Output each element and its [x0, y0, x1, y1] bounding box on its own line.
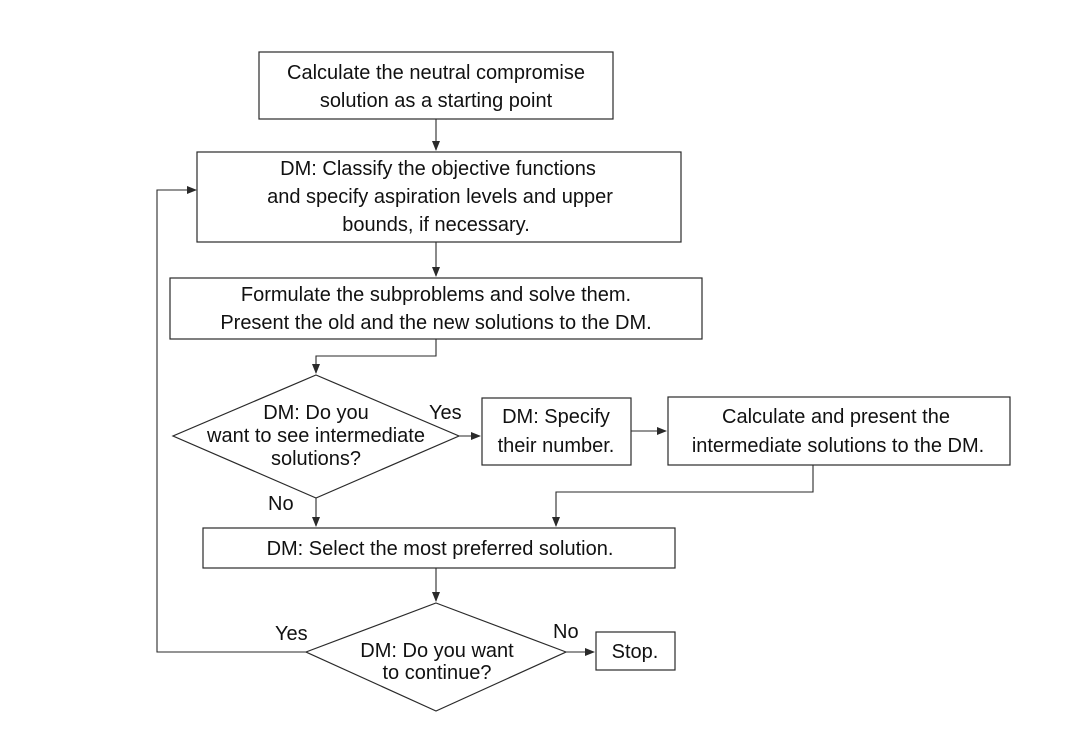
label-continue-yes: Yes — [275, 623, 308, 645]
node-classify: DM: Classify the objective functions and… — [196, 151, 682, 243]
node-decision-intermediate-line-3: solutions? — [271, 448, 361, 470]
node-stop-line-1: Stop. — [612, 641, 659, 663]
edge-formulate-to-decision-intermediate — [312, 339, 437, 374]
label-intermediate-no: No — [268, 493, 294, 515]
node-calc-intermediate: Calculate and present the intermediate s… — [667, 396, 1011, 466]
node-specify: DM: Specify their number. — [481, 397, 632, 466]
edges — [156, 119, 814, 656]
node-start-line-2: solution as a starting point — [320, 90, 553, 112]
edge-continue-yes-loop-to-classify — [156, 186, 306, 653]
node-classify-line-1: DM: Classify the objective functions — [280, 158, 596, 180]
node-specify-line-2: their number. — [498, 435, 615, 457]
edge-calc-to-select — [552, 465, 814, 527]
node-start-line-1: Calculate the neutral compromise — [287, 62, 585, 84]
node-start: Calculate the neutral compromise solutio… — [258, 51, 614, 120]
node-formulate-line-2: Present the old and the new solutions to… — [220, 312, 651, 334]
label-continue-no: No — [553, 621, 579, 643]
node-specify-line-1: DM: Specify — [502, 406, 610, 428]
node-classify-line-2: and specify aspiration levels and upper — [267, 186, 613, 208]
node-select: DM: Select the most preferred solution. — [202, 527, 676, 569]
label-intermediate-yes: Yes — [429, 402, 462, 424]
node-decision-intermediate-line-2: want to see intermediate — [206, 425, 425, 447]
node-calc-intermediate-line-2: intermediate solutions to the DM. — [692, 435, 984, 457]
node-select-line-1: DM: Select the most preferred solution. — [267, 538, 614, 560]
node-formulate-line-1: Formulate the subproblems and solve them… — [241, 284, 631, 306]
edge-labels: Yes No Yes No — [268, 402, 579, 645]
node-stop: Stop. — [595, 631, 676, 671]
node-calc-intermediate-line-1: Calculate and present the — [722, 406, 950, 428]
node-decision-continue-line-2: to continue? — [383, 662, 492, 684]
node-classify-line-3: bounds, if necessary. — [342, 214, 530, 236]
node-decision-continue: DM: Do you want to continue? — [304, 602, 568, 712]
node-decision-continue-line-1: DM: Do you want — [360, 640, 514, 662]
node-formulate: Formulate the subproblems and solve them… — [169, 277, 703, 340]
node-decision-intermediate-line-1: DM: Do you — [263, 402, 369, 424]
node-decision-intermediate: DM: Do you want to see intermediate solu… — [171, 374, 461, 499]
